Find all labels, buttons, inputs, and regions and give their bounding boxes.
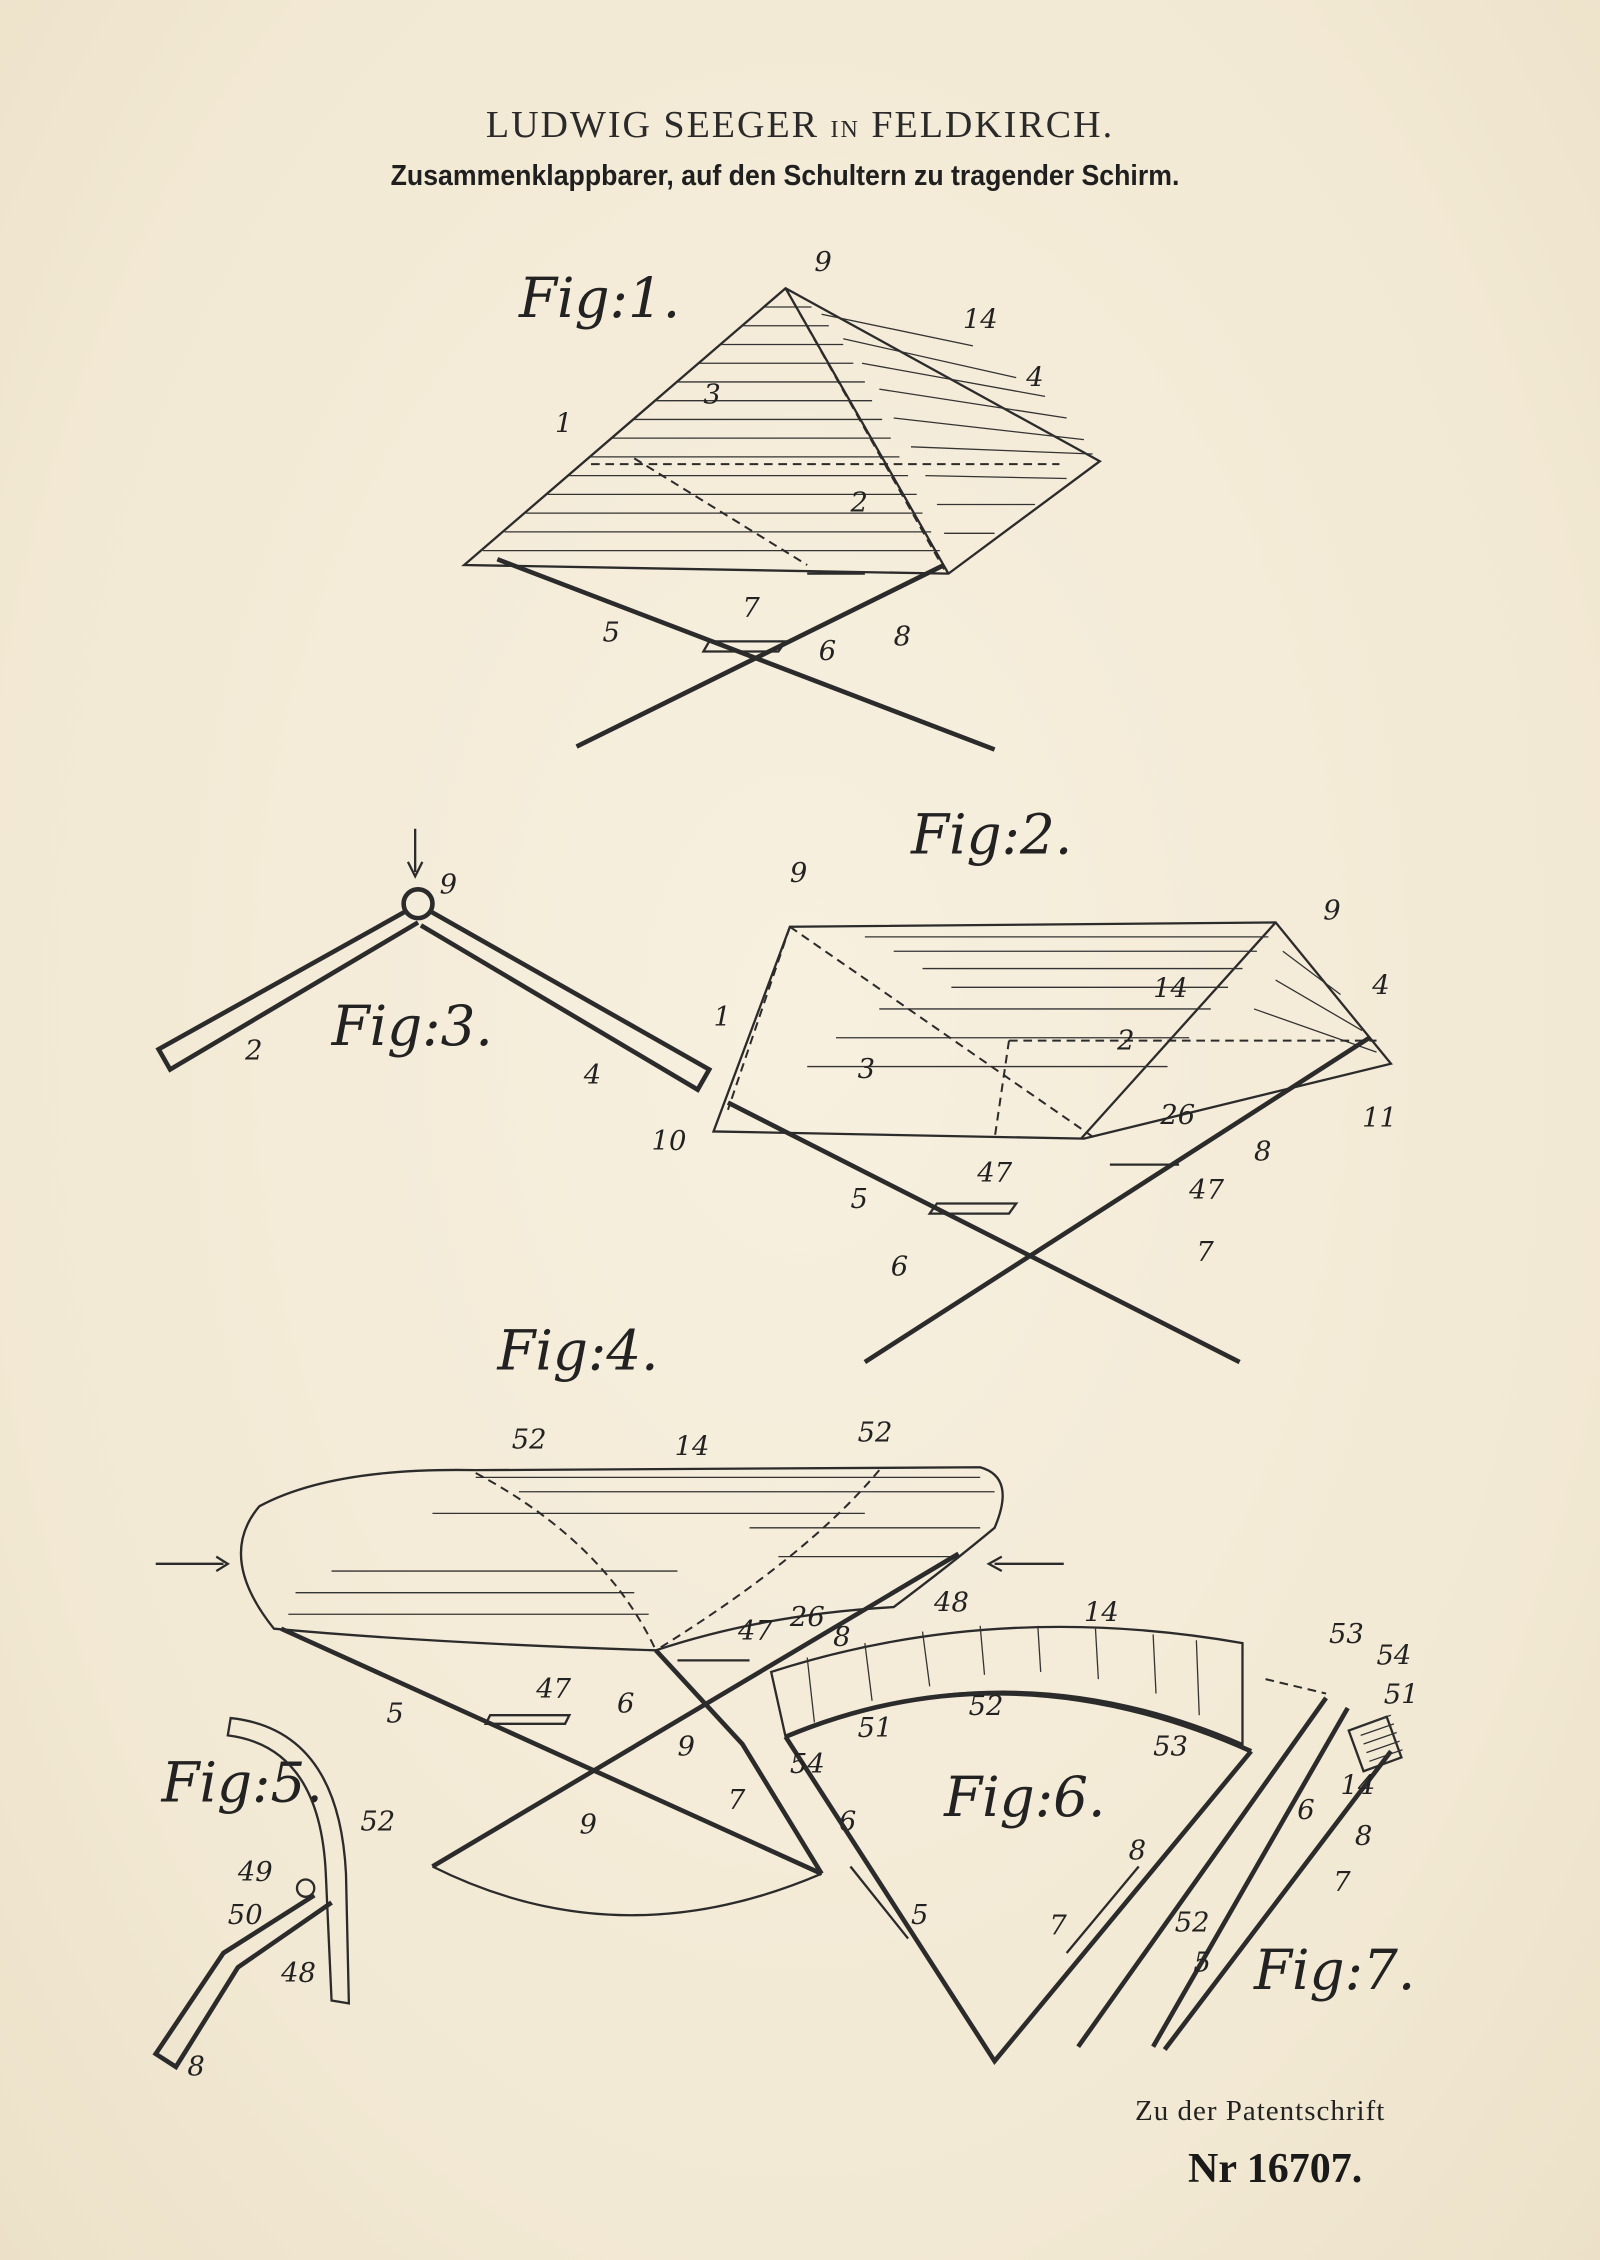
part-number: 5 (386, 1698, 403, 1729)
part-number: 7 (1333, 1867, 1351, 1898)
part-number: 8 (894, 622, 911, 653)
part-number: 5 (1193, 1948, 1210, 1979)
part-number: 4 (583, 1060, 601, 1091)
part-number: 26 (789, 1602, 825, 1633)
patent-reference: Zu der Patentschrift (1135, 2095, 1386, 2127)
figure-1-label: Fig:1. (518, 266, 680, 330)
inventor-place: FELDKIRCH. (871, 104, 1115, 146)
part-number: 52 (360, 1806, 395, 1837)
part-number: 7 (1196, 1237, 1214, 1268)
part-number: 10 (652, 1126, 687, 1157)
part-number: 9 (790, 858, 807, 889)
figure-3-label: Fig:3. (331, 994, 493, 1058)
part-number: 52 (1175, 1907, 1210, 1938)
part-number: 48 (933, 1587, 969, 1618)
part-number: 47 (737, 1616, 773, 1647)
part-number: 8 (1129, 1835, 1146, 1866)
part-number: 8 (1254, 1136, 1271, 1167)
figure-2-label: Fig:2. (910, 802, 1072, 866)
part-number: 50 (228, 1900, 263, 1931)
part-number: 8 (187, 2052, 204, 2083)
figure-7: Fig:7. 53 54 51 6 14 8 7 5 (1076, 1619, 1419, 2051)
part-number: 14 (963, 305, 998, 336)
part-number: 9 (440, 870, 457, 901)
part-number: 7 (728, 1785, 746, 1816)
figure-4-label: Fig:4. (496, 1318, 658, 1382)
part-number: 3 (703, 380, 720, 411)
part-number: 6 (617, 1688, 634, 1719)
figure-5-label: Fig:5. (160, 1751, 322, 1815)
part-number: 7 (1049, 1910, 1067, 1941)
figure-1: Fig:1. 9 14 4 3 1 2 5 7 6 8 (461, 247, 1102, 752)
part-number: 1 (555, 408, 572, 439)
part-number: 47 (535, 1674, 571, 1705)
part-number: 14 (1340, 1770, 1375, 1801)
part-number: 54 (1377, 1641, 1412, 1672)
part-number: 9 (1323, 896, 1340, 927)
part-number: 1 (714, 1002, 731, 1033)
part-number: 53 (1329, 1619, 1364, 1650)
part-number: 47 (976, 1158, 1012, 1189)
figure-6-label: Fig:6. (943, 1765, 1105, 1829)
part-number: 14 (1153, 973, 1188, 1004)
part-number: 52 (858, 1417, 893, 1448)
patent-number: Nr 16707. (1188, 2146, 1363, 2192)
part-number: 49 (237, 1857, 273, 1888)
part-number: 54 (790, 1749, 825, 1780)
part-number: 52 (512, 1425, 547, 1456)
figure-3: Fig:3. 9 2 4 (155, 828, 713, 1093)
part-number: 9 (814, 247, 831, 278)
part-number: 51 (858, 1713, 893, 1744)
part-number: 9 (677, 1732, 694, 1763)
figure-5: Fig:5. 52 49 50 48 8 (152, 1716, 395, 2083)
figure-7-label: Fig:7. (1253, 1938, 1415, 2002)
part-number: 14 (1084, 1597, 1119, 1628)
inventor-title: LUDWIG SEEGER IN FELDKIRCH. (0, 103, 1600, 147)
figure-6: Fig:6. 14 51 52 53 54 8 7 52 (769, 1597, 1253, 2065)
part-number: 5 (911, 1900, 928, 1931)
part-number: 52 (969, 1691, 1004, 1722)
part-number: 5 (603, 617, 620, 648)
part-number: 2 (244, 1035, 262, 1066)
part-number: 47 (1188, 1175, 1224, 1206)
part-number: 11 (1362, 1103, 1397, 1134)
part-number: 6 (891, 1252, 908, 1283)
part-number: 7 (742, 593, 760, 624)
part-number: 51 (1384, 1680, 1419, 1711)
part-number: 53 (1153, 1732, 1188, 1763)
inventor-in: IN (830, 117, 860, 143)
figure-2: Fig:2. 9 9 14 4 1 3 2 10 26 11 8 5 47 47… (652, 802, 1397, 1365)
part-number: 8 (833, 1622, 850, 1653)
part-number: 9 (579, 1809, 596, 1840)
part-number: 6 (1297, 1795, 1314, 1826)
part-number: 2 (849, 488, 867, 519)
part-number: 8 (1355, 1821, 1372, 1852)
part-number: 2 (1116, 1025, 1134, 1056)
patent-subtitle: Zusammenklappbarer, auf den Schultern zu… (390, 160, 1180, 192)
part-number: 48 (280, 1958, 316, 1989)
figure-4: Fig:4. 52 14 52 48 47 26 8 47 5 6 9 9 7 … (155, 1318, 1064, 1931)
part-number: 5 (850, 1184, 867, 1215)
part-number: 14 (675, 1432, 710, 1463)
part-number: 4 (1025, 362, 1043, 393)
part-number: 3 (858, 1054, 875, 1085)
part-number: 26 (1159, 1100, 1195, 1131)
part-number: 4 (1371, 971, 1389, 1002)
inventor-name: LUDWIG SEEGER (485, 104, 820, 146)
part-number: 6 (819, 636, 836, 667)
